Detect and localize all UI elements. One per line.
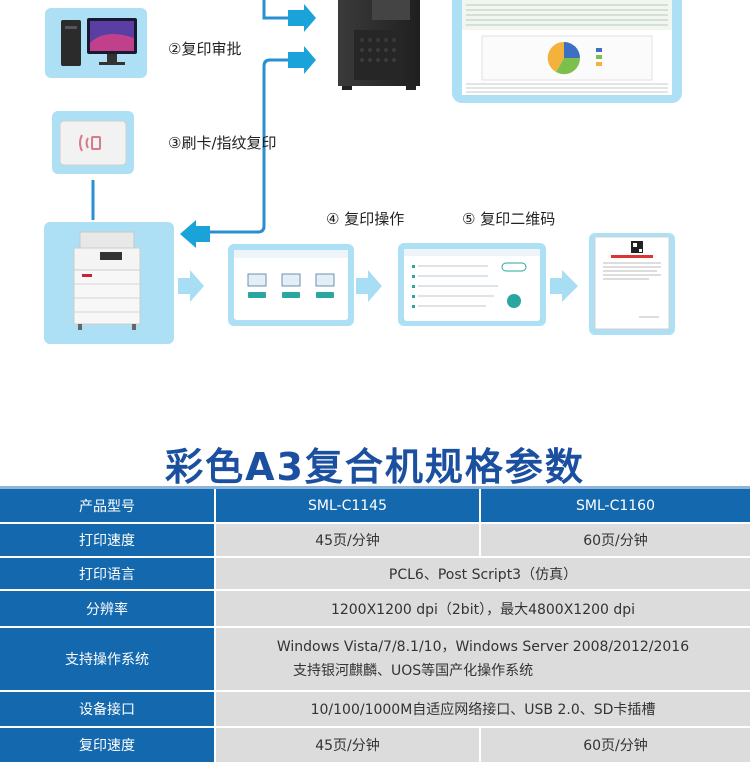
row-label: 打印速度 bbox=[0, 524, 216, 556]
card-reader-icon bbox=[59, 120, 127, 166]
os-line-1: Windows Vista/7/8.1/10，Windows Server 20… bbox=[276, 639, 690, 655]
connector-line bbox=[200, 58, 290, 234]
row-label: 打印语言 bbox=[0, 558, 216, 589]
server-tower-icon bbox=[338, 0, 420, 90]
step-text: 复印操作 bbox=[344, 210, 405, 228]
value-cell: Windows Vista/7/8.1/10，Windows Server 20… bbox=[216, 628, 750, 690]
step-number: ④ bbox=[326, 210, 340, 228]
os-line-2: 支持银河麒麟、UOS等国产化操作系统 bbox=[293, 663, 534, 679]
arrow-right bbox=[550, 270, 578, 302]
value-cell: 60页/分钟 bbox=[481, 524, 750, 556]
card-reader-tile bbox=[52, 111, 134, 174]
value-cell: 60页/分钟 bbox=[481, 728, 750, 762]
workflow-diagram: ②复印审批 ③刷卡/指纹复印 ④ 复印操作 ⑤ 复印二维码 bbox=[44, 0, 682, 344]
table-row-copy-speed: 复印速度 45页/分钟 60页/分钟 bbox=[0, 728, 750, 764]
row-label: 复印速度 bbox=[0, 728, 216, 762]
model-b-cell: SML-C1160 bbox=[481, 489, 750, 522]
value-cell: 45页/分钟 bbox=[216, 728, 481, 762]
spec-table: 产品型号 SML-C1145 SML-C1160 打印速度 45页/分钟 60页… bbox=[0, 486, 750, 764]
step-text: 复印审批 bbox=[181, 40, 242, 58]
value-cell: 1200X1200 dpi（2bit），最大4800X1200 dpi bbox=[216, 591, 750, 626]
table-row-print-language: 打印语言 PCL6、Post Script3（仿真） bbox=[0, 558, 750, 591]
step-number: ③ bbox=[168, 134, 182, 152]
step-label-copy-operation: ④ 复印操作 bbox=[326, 208, 404, 229]
dashboard-report-thumbnail bbox=[462, 0, 672, 95]
arrow-right bbox=[178, 270, 204, 302]
spec-section-title: 彩色A3复合机规格参数 bbox=[165, 445, 585, 489]
workflow-connectors bbox=[91, 0, 578, 302]
value-cell: 45页/分钟 bbox=[216, 524, 481, 556]
step-number: ⑤ bbox=[462, 210, 476, 228]
value-cell: PCL6、Post Script3（仿真） bbox=[216, 558, 750, 589]
qr-copy-screen-thumbnail bbox=[404, 249, 540, 321]
copy-operation-screen-tile bbox=[228, 244, 354, 326]
table-row-print-speed: 打印速度 45页/分钟 60页/分钟 bbox=[0, 524, 750, 558]
printed-document-thumbnail bbox=[594, 236, 670, 330]
row-label: 产品型号 bbox=[0, 489, 216, 522]
desktop-pc-tile bbox=[45, 8, 147, 78]
arrow-left bbox=[180, 220, 210, 248]
dashboard-screen-tile bbox=[452, 0, 682, 103]
table-row-resolution: 分辨率 1200X1200 dpi（2bit），最大4800X1200 dpi bbox=[0, 591, 750, 628]
step-label-copy-qrcode: ⑤ 复印二维码 bbox=[462, 208, 555, 229]
printed-document-tile bbox=[589, 233, 675, 335]
step-label-card-fingerprint-copy: ③刷卡/指纹复印 bbox=[168, 132, 277, 153]
arrow-right bbox=[288, 4, 316, 32]
connector-line bbox=[262, 0, 290, 20]
step-text: 刷卡/指纹复印 bbox=[181, 134, 277, 152]
printer-tile bbox=[44, 222, 174, 344]
multifunction-printer-icon bbox=[73, 231, 141, 330]
desktop-pc-icon bbox=[61, 18, 137, 66]
copy-operation-screen-thumbnail bbox=[234, 250, 348, 320]
model-a-cell: SML-C1145 bbox=[216, 489, 481, 522]
table-row-os: 支持操作系统 Windows Vista/7/8.1/10，Windows Se… bbox=[0, 628, 750, 692]
qr-copy-screen-tile bbox=[398, 243, 546, 326]
row-label: 支持操作系统 bbox=[0, 628, 216, 690]
step-number: ② bbox=[168, 40, 182, 58]
step-text: 复印二维码 bbox=[480, 210, 556, 228]
value-cell: 10/100/1000M自适应网络接口、USB 2.0、SD卡插槽 bbox=[216, 692, 750, 726]
arrow-right bbox=[356, 270, 382, 302]
table-row-model: 产品型号 SML-C1145 SML-C1160 bbox=[0, 489, 750, 524]
row-label: 设备接口 bbox=[0, 692, 216, 726]
step-label-copy-approval: ②复印审批 bbox=[168, 38, 241, 59]
table-row-interface: 设备接口 10/100/1000M自适应网络接口、USB 2.0、SD卡插槽 bbox=[0, 692, 750, 728]
row-label: 分辨率 bbox=[0, 591, 216, 626]
arrow-right bbox=[288, 46, 316, 74]
